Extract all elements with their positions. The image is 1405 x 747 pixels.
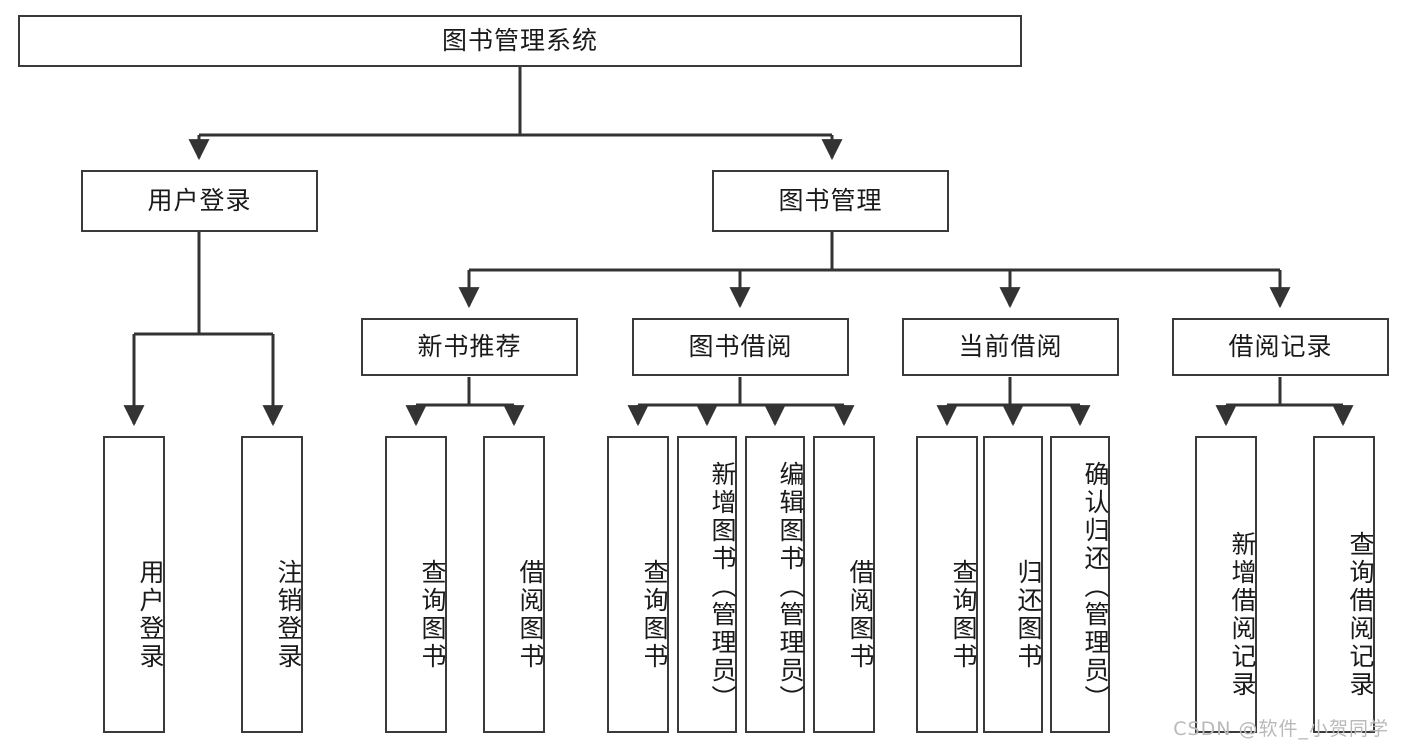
node-label: 图书管理系统 xyxy=(441,26,598,56)
leaf-recommend-query-book[interactable]: 查询图书 xyxy=(385,436,447,733)
node-book-borrow[interactable]: 图书借阅 xyxy=(632,318,849,376)
leaf-borrow-add-book-admin[interactable]: 新增图书（管理员） xyxy=(677,436,737,733)
node-label: 归还图书 xyxy=(1014,558,1043,671)
node-label: 用户登录 xyxy=(136,558,165,671)
leaf-borrow-borrow-book[interactable]: 借阅图书 xyxy=(813,436,875,733)
node-label: 借阅记录 xyxy=(1228,332,1333,362)
node-label: 查询图书 xyxy=(418,558,447,671)
node-label: 查询图书 xyxy=(640,558,669,671)
node-label: 查询图书 xyxy=(949,558,978,671)
node-label: 新增图书（管理员） xyxy=(708,460,737,713)
leaf-current-query-book[interactable]: 查询图书 xyxy=(916,436,978,733)
node-label: 新书推荐 xyxy=(417,332,522,362)
node-label: 借阅图书 xyxy=(516,558,545,671)
node-label: 注销登录 xyxy=(274,558,303,671)
node-label: 查询借阅记录 xyxy=(1346,530,1375,699)
leaf-record-query-record[interactable]: 查询借阅记录 xyxy=(1313,436,1375,733)
leaf-recommend-borrow-book[interactable]: 借阅图书 xyxy=(483,436,545,733)
node-label: 当前借阅 xyxy=(958,332,1063,362)
node-current-borrow[interactable]: 当前借阅 xyxy=(902,318,1119,376)
leaf-current-confirm-return-admin[interactable]: 确认归还（管理员） xyxy=(1050,436,1110,733)
csdn-watermark: CSDN @软件_小贺同学 xyxy=(1173,718,1389,740)
node-label: 编辑图书（管理员） xyxy=(776,460,805,713)
node-label: 借阅图书 xyxy=(846,558,875,671)
node-label: 图书管理 xyxy=(778,186,883,216)
node-label: 图书借阅 xyxy=(688,332,793,362)
node-label: 用户登录 xyxy=(147,186,252,216)
leaf-borrow-query-book[interactable]: 查询图书 xyxy=(607,436,669,733)
leaf-borrow-edit-book-admin[interactable]: 编辑图书（管理员） xyxy=(745,436,805,733)
node-borrow-record[interactable]: 借阅记录 xyxy=(1172,318,1389,376)
node-label: 确认归还（管理员） xyxy=(1081,460,1110,713)
node-label: 新增借阅记录 xyxy=(1228,530,1257,699)
leaf-current-return-book[interactable]: 归还图书 xyxy=(983,436,1043,733)
leaf-user-login-signin[interactable]: 用户登录 xyxy=(103,436,165,733)
leaf-record-add-record[interactable]: 新增借阅记录 xyxy=(1195,436,1257,733)
node-new-book-recommend[interactable]: 新书推荐 xyxy=(361,318,578,376)
node-root-book-management-system[interactable]: 图书管理系统 xyxy=(18,15,1022,67)
node-user-login[interactable]: 用户登录 xyxy=(81,170,318,232)
node-book-management[interactable]: 图书管理 xyxy=(712,170,949,232)
leaf-user-login-signout[interactable]: 注销登录 xyxy=(241,436,303,733)
